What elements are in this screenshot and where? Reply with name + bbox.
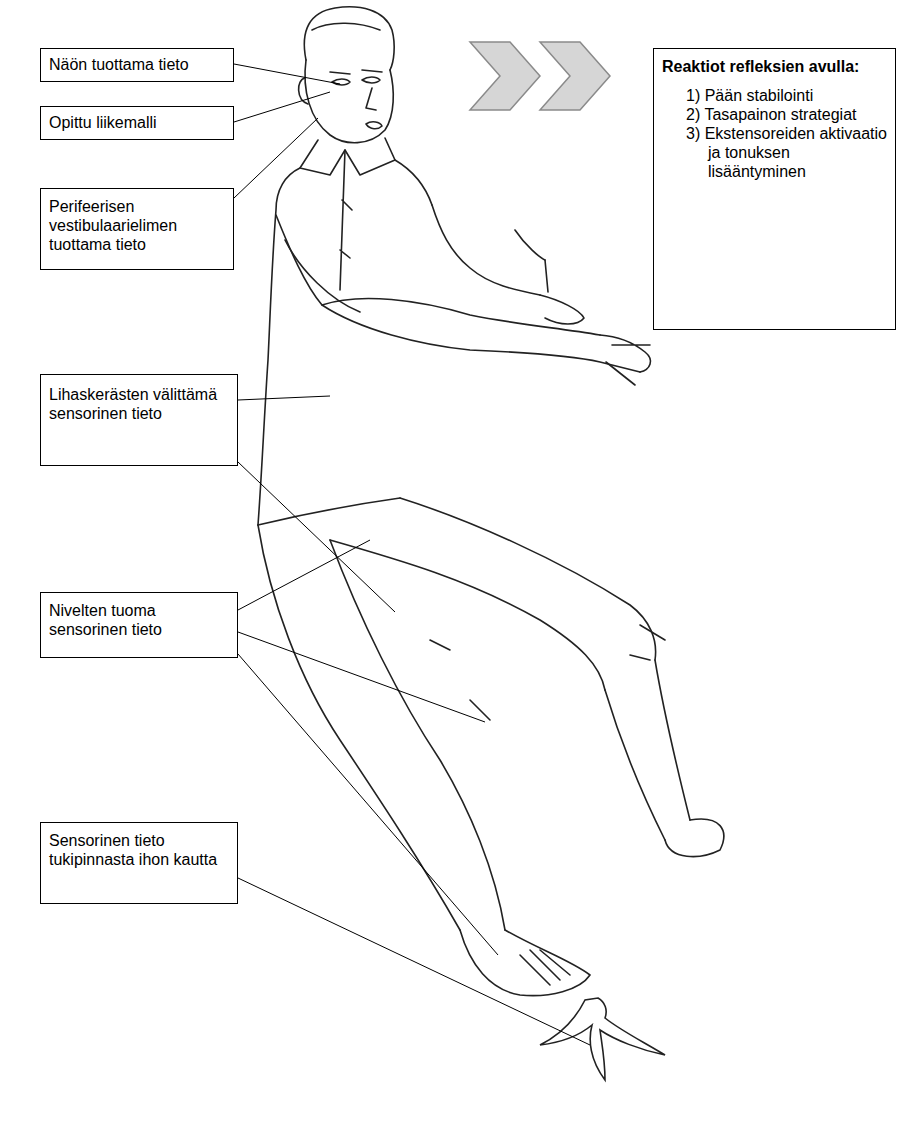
callout-text: Nivelten tuoma sensorinen tieto [49, 601, 229, 639]
callout-text: Perifeerisen vestibulaarielimen tuottama… [49, 197, 225, 254]
chevron-arrow [470, 42, 540, 110]
leader-line [234, 118, 318, 198]
leader-lines [234, 64, 590, 1045]
leader-line [238, 654, 498, 955]
leader-line [234, 92, 330, 122]
box-heading: Reaktiot refleksien avulla: [662, 57, 887, 76]
list-item: 3) Ekstensoreiden aktivaatio ja tonuksen… [668, 124, 887, 181]
callout-box: Nivelten tuoma sensorinen tieto [40, 592, 238, 658]
list-item: 2) Tasapainon strategiat [668, 105, 887, 124]
chevron-arrow [540, 42, 610, 110]
callout-box: Lihaskerästen välittämä sensorinen tieto [40, 374, 238, 466]
callout-text: Näön tuottama tieto [49, 55, 225, 74]
callout-text: Lihaskerästen välittämä sensorinen tieto [49, 385, 229, 423]
callout-text: Sensorinen tieto tukipinnasta ihon kautt… [49, 831, 229, 869]
callout-box: Perifeerisen vestibulaarielimen tuottama… [40, 188, 234, 270]
reaction-box: Reaktiot refleksien avulla: 1) Pään stabi… [653, 48, 896, 330]
leader-line [238, 878, 590, 1045]
leader-line [238, 462, 395, 612]
leader-line [234, 64, 340, 84]
callout-box: Sensorinen tieto tukipinnasta ihon kautt… [40, 822, 238, 904]
banana-peel [540, 998, 665, 1080]
callout-box: Opittu liikemalli [40, 106, 234, 140]
leader-line [238, 540, 370, 610]
callout-text: Opittu liikemalli [49, 113, 225, 132]
callout-box: Näön tuottama tieto [40, 48, 234, 82]
list-item: 1) Pään stabilointi [668, 86, 887, 105]
leader-line [238, 632, 485, 722]
leader-line [238, 396, 330, 400]
